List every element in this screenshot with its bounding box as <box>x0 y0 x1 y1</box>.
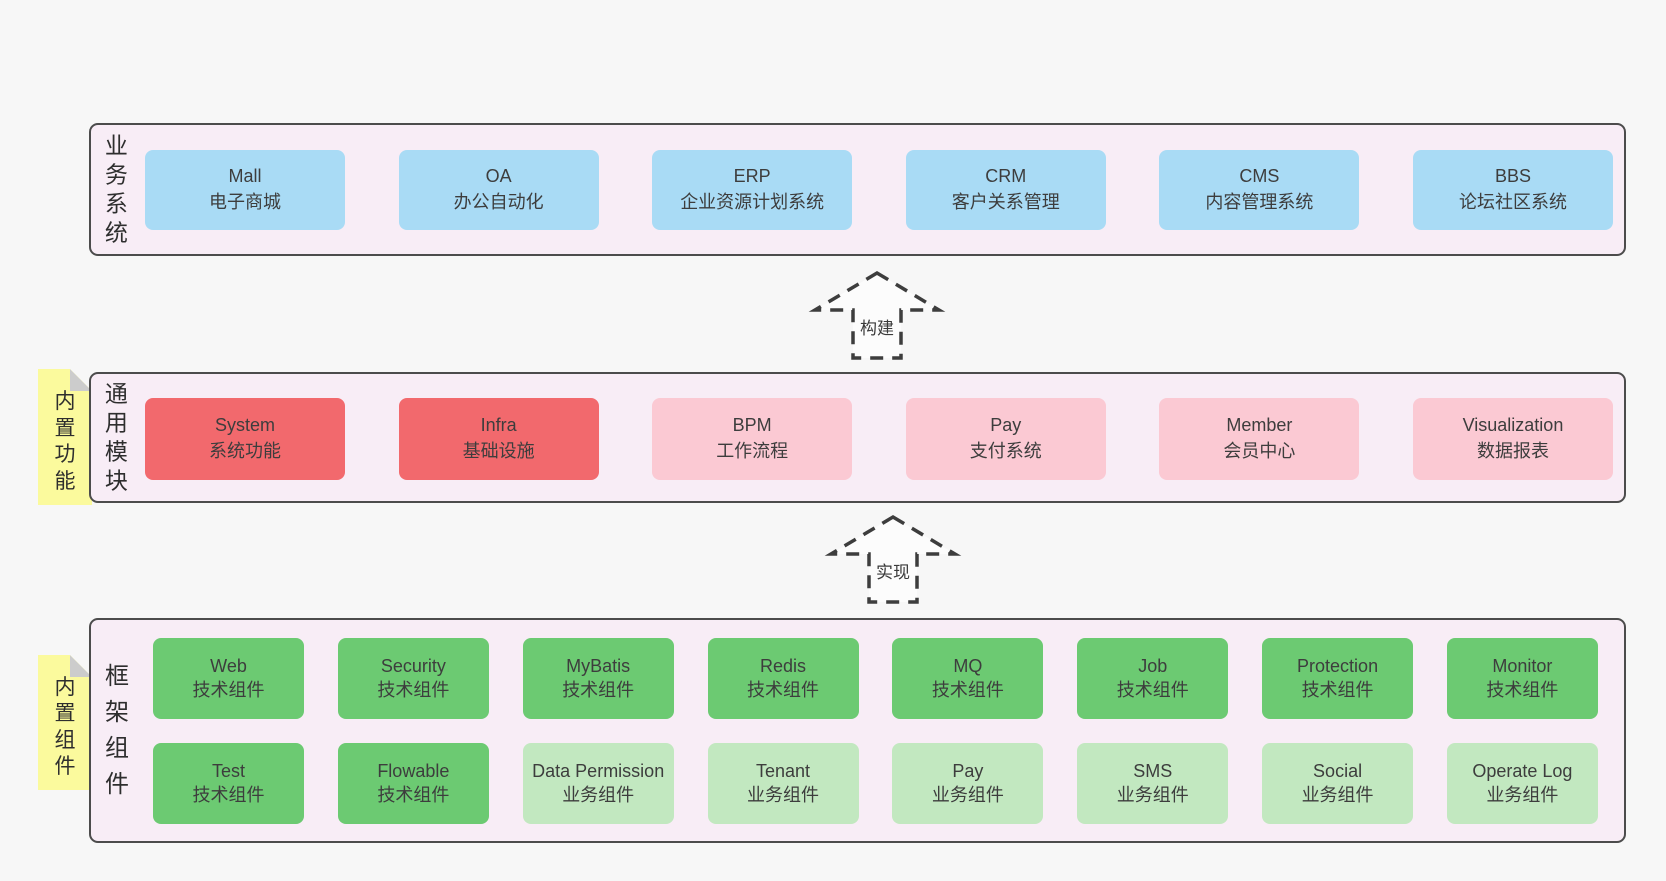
box-sms: SMS 业务组件 <box>1077 743 1229 824</box>
layer-business-systems: 业务系统 Mall 电子商城 OA 办公自动化 ERP 企业资源计划系统 CRM… <box>89 123 1626 256</box>
arrow-build: 构建 <box>807 270 947 362</box>
box-monitor: Monitor 技术组件 <box>1446 638 1598 719</box>
modules-box-row: System 系统功能 Infra 基础设施 BPM 工作流程 Pay 支付系统… <box>145 398 1613 480</box>
box-system: System 系统功能 <box>145 398 345 480</box>
box-test: Test 技术组件 <box>153 743 304 824</box>
box-protection: Protection 技术组件 <box>1262 638 1414 719</box>
box-member: Member 会员中心 <box>1159 398 1360 480</box>
box-oa: OA 办公自动化 <box>398 150 599 230</box>
sticky-note-built-in-features: 内置功能 <box>38 369 92 505</box>
box-mq: MQ 技术组件 <box>892 638 1044 719</box>
components-box-row-bottom: Test 技术组件 Flowable 技术组件 Data Permission … <box>153 743 1598 824</box>
box-mybatis: MyBatis 技术组件 <box>522 638 674 719</box>
box-flowable: Flowable 技术组件 <box>337 743 489 824</box>
layer-common-modules: 通用模块 System 系统功能 Infra 基础设施 BPM 工作流程 Pay… <box>89 372 1626 503</box>
box-security: Security 技术组件 <box>337 638 489 719</box>
box-infra: Infra 基础设施 <box>398 398 599 480</box>
box-social: Social 业务组件 <box>1262 743 1414 824</box>
business-layer-label: 业务系统 <box>104 132 128 246</box>
box-crm: CRM 客户关系管理 <box>905 150 1106 230</box>
box-web: Web 技术组件 <box>153 638 304 719</box>
business-box-row: Mall 电子商城 OA 办公自动化 ERP 企业资源计划系统 CRM 客户关系… <box>145 150 1613 230</box>
components-box-row-top: Web 技术组件 Security 技术组件 MyBatis 技术组件 Redi… <box>153 638 1598 719</box>
box-operate-log: Operate Log 业务组件 <box>1446 743 1598 824</box>
arrow-build-label: 构建 <box>857 314 897 339</box>
modules-layer-label: 通用模块 <box>104 380 128 494</box>
arrow-implement-label: 实现 <box>873 558 913 583</box>
box-cms: CMS 内容管理系统 <box>1159 150 1360 230</box>
box-erp: ERP 企业资源计划系统 <box>652 150 853 230</box>
box-redis: Redis 技术组件 <box>707 638 859 719</box>
layer-framework-components: 框架组件 Web 技术组件 Security 技术组件 MyBatis 技术组件… <box>89 618 1626 843</box>
components-layer-label: 框架组件 <box>105 662 129 798</box>
box-pay-business: Pay 业务组件 <box>892 743 1044 824</box>
box-bpm: BPM 工作流程 <box>652 398 853 480</box>
box-bbs: BBS 论坛社区系统 <box>1412 150 1613 230</box>
sticky-label: 内置组件 <box>54 675 76 779</box>
sticky-note-built-in-components: 内置组件 <box>38 655 92 790</box>
box-mall: Mall 电子商城 <box>145 150 345 230</box>
box-tenant: Tenant 业务组件 <box>707 743 859 824</box>
arrow-implement: 实现 <box>823 514 963 606</box>
box-data-permission: Data Permission 业务组件 <box>522 743 674 824</box>
box-pay: Pay 支付系统 <box>905 398 1106 480</box>
sticky-label: 内置功能 <box>54 390 76 493</box>
box-visualization: Visualization 数据报表 <box>1412 398 1613 480</box>
box-job: Job 技术组件 <box>1077 638 1229 719</box>
